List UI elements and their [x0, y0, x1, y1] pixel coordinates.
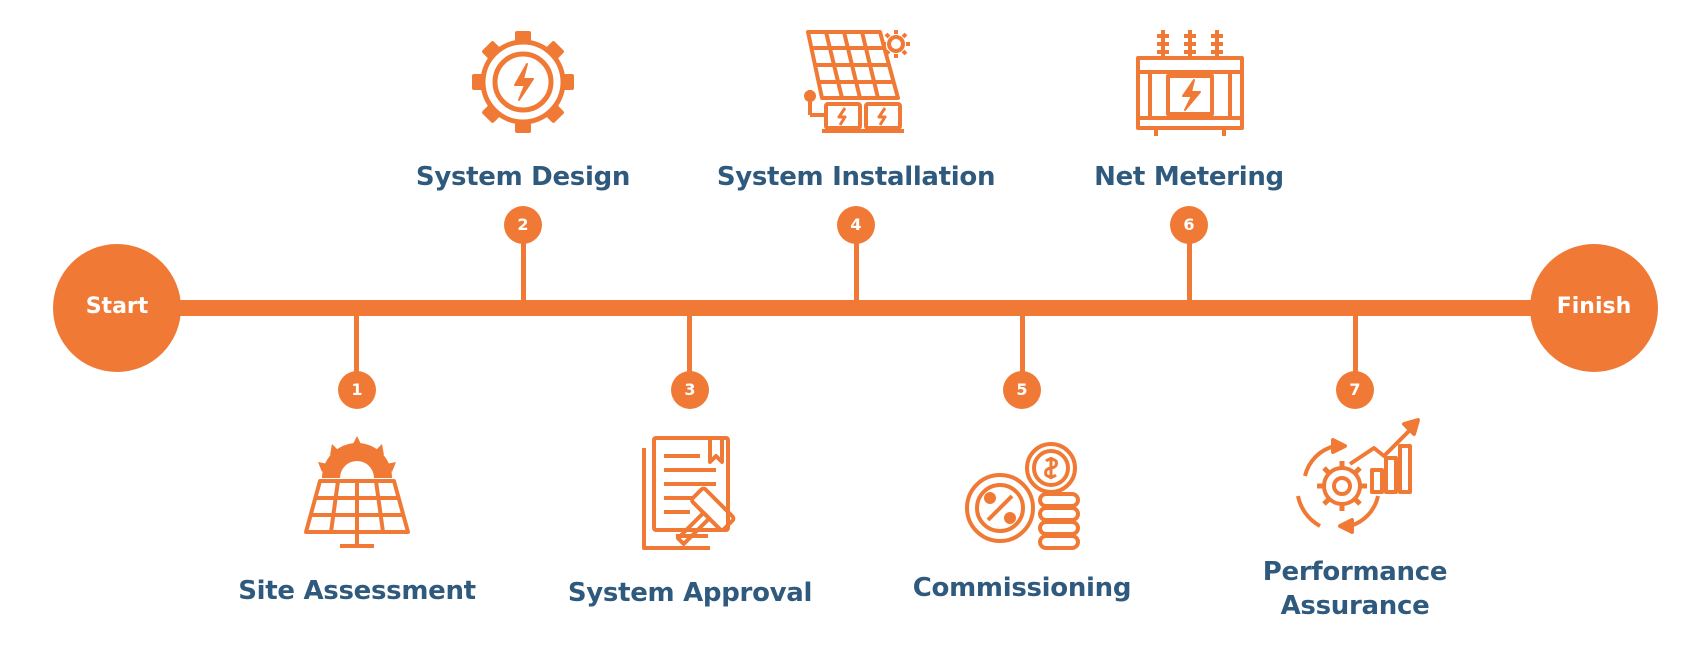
- step-label-3: System Approval: [567, 578, 813, 608]
- document-gavel-icon: [642, 436, 736, 550]
- connector-1: [354, 316, 359, 372]
- connector-6: [1187, 242, 1192, 300]
- finish-node: [1530, 244, 1658, 372]
- step-number-5: 5: [1016, 380, 1028, 399]
- step-number-2: 2: [517, 215, 529, 234]
- solar-panel-install-icon: [804, 30, 910, 133]
- timeline-bar: [120, 300, 1600, 316]
- connector-4: [854, 242, 859, 300]
- step-label-1: Site Assessment: [238, 576, 476, 606]
- step-number-4: 4: [850, 215, 862, 234]
- step-badge-3: [671, 371, 709, 409]
- connector-7: [1353, 316, 1358, 372]
- step-badge-2: [504, 206, 542, 244]
- transformer-icon: [1136, 30, 1244, 136]
- step-number-6: 6: [1183, 215, 1195, 234]
- step-label-6: Net Metering: [1094, 162, 1284, 192]
- step-badge-4: [837, 206, 875, 244]
- connector-3: [687, 316, 692, 372]
- solar-panel-sun-icon: [304, 436, 410, 548]
- step-badge-7: [1336, 371, 1374, 409]
- step-label-4: System Installation: [716, 162, 996, 192]
- connector-5: [1020, 316, 1025, 372]
- coins-percent-icon: [965, 442, 1080, 550]
- step-badge-6: [1170, 206, 1208, 244]
- step-number-3: 3: [684, 380, 696, 399]
- start-node: [53, 244, 181, 372]
- step-number-1: 1: [351, 380, 363, 399]
- step-label-5: Commissioning: [912, 573, 1132, 603]
- step-badge-5: [1003, 371, 1041, 409]
- finish-label: Finish: [1556, 294, 1632, 319]
- step-label-7: Performance Assurance: [1262, 557, 1448, 621]
- gear-lightning-icon: [472, 31, 574, 133]
- connector-2: [521, 242, 526, 300]
- gear-growth-chart-icon: [1296, 418, 1420, 534]
- start-label: Start: [85, 294, 149, 319]
- step-badge-1: [338, 371, 376, 409]
- step-number-7: 7: [1349, 380, 1361, 399]
- step-label-2: System Design: [415, 162, 631, 192]
